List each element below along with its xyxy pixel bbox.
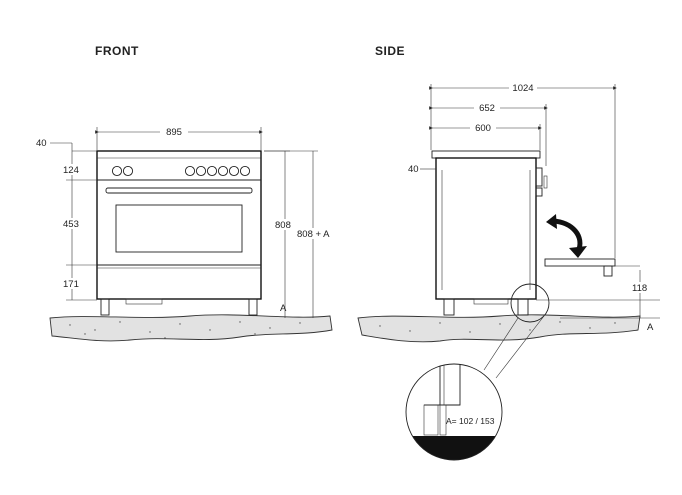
- front-panel-label: 124: [63, 165, 79, 176]
- side-door-height-label: 118: [632, 283, 647, 294]
- front-top-offset-label: 40: [36, 138, 47, 149]
- side-floor: [357, 314, 641, 343]
- front-floor: [49, 314, 333, 342]
- front-width-label: 895: [166, 127, 182, 138]
- side-title: SIDE: [375, 44, 405, 58]
- detail-label: A= 102 / 153: [446, 416, 495, 426]
- front-drawer-label: 171: [63, 279, 79, 290]
- side-depth-open-label: 1024: [512, 83, 533, 94]
- front-title: FRONT: [95, 44, 139, 58]
- detail-callout: [483, 283, 550, 379]
- side-depth-body-label: 600: [475, 123, 491, 134]
- side-dimension-lines: [420, 84, 660, 319]
- curved-arrow-icon: [546, 214, 587, 258]
- front-height-label: 808: [275, 220, 291, 231]
- front-floor-speckles: [69, 321, 301, 339]
- side-adj-label: A: [647, 322, 654, 333]
- side-top-offset-label: 40: [408, 164, 419, 175]
- side-stove: [431, 150, 616, 316]
- front-adj-label: A: [280, 303, 287, 314]
- side-floor-speckles: [379, 321, 616, 333]
- front-stove: [96, 150, 262, 316]
- detail-view: [405, 363, 503, 461]
- side-depth-total-label: 652: [479, 103, 495, 114]
- front-total-height-label: 808 + A: [297, 229, 330, 240]
- front-oven-label: 453: [63, 219, 79, 230]
